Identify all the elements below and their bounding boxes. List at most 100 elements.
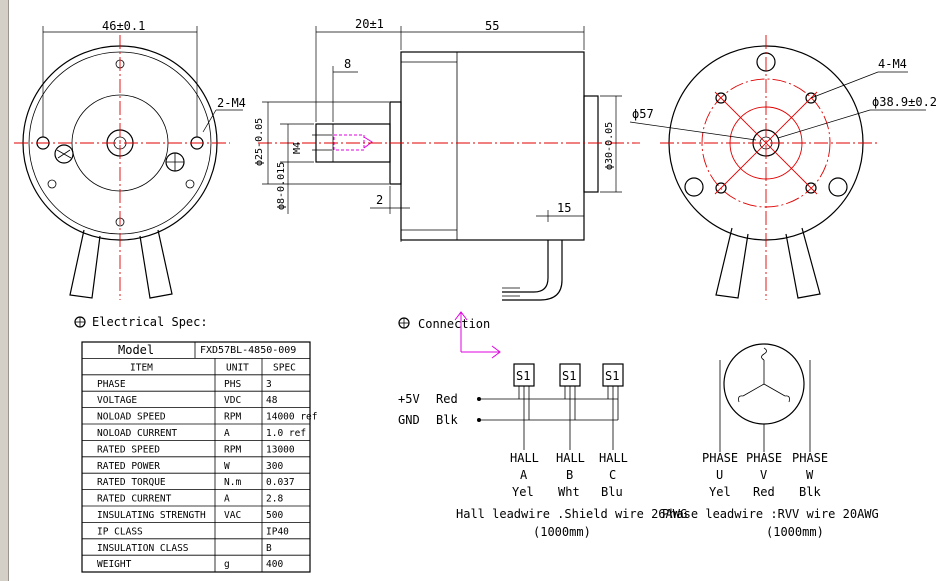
spec-cell-spec: 14000 ref	[266, 412, 317, 423]
rear-body-leader	[629, 121, 757, 141]
spec-cell-unit: VAC	[224, 510, 241, 521]
hall-sensor-label: S1	[605, 369, 619, 383]
front-view: 46±0.1 2-M4	[14, 19, 246, 300]
rear-body-label: ϕ57	[632, 107, 654, 121]
rear-pcd-label: ϕ38.9±0.2	[872, 95, 937, 109]
spec-header-item: ITEM	[130, 362, 153, 373]
axis-marker-arrows	[454, 311, 501, 359]
spec-cell-item: VOLTAGE	[97, 395, 137, 406]
dim-2-label: 2	[376, 193, 383, 207]
spec-cell-item: INSULATING STRENGTH	[97, 510, 206, 521]
hall-wire-color: Yel	[512, 485, 534, 499]
phase-wire-color: Blk	[799, 485, 821, 499]
rear-holes-leader	[810, 71, 879, 99]
phase-name: PHASE	[792, 451, 828, 465]
rear-hole-tr	[805, 92, 817, 104]
spec-cell-spec: 3	[266, 379, 272, 390]
spec-cell-unit: g	[224, 559, 230, 570]
rear-leg-right	[785, 227, 821, 299]
hall-letter: A	[520, 468, 528, 482]
phase-letter: U	[716, 468, 723, 482]
side-thread-hole	[333, 134, 365, 151]
phase-wire-color: Red	[753, 485, 775, 499]
spec-heading: Electrical Spec:	[92, 315, 208, 329]
phase-letter: W	[806, 468, 814, 482]
spec-section: Electrical Spec: Model FXD57BL-4850-009IT…	[74, 315, 317, 573]
power-pos-label: +5V	[398, 392, 420, 406]
power-pos-color: Red	[436, 392, 458, 406]
hall-sensor-label: S1	[562, 369, 576, 383]
spec-cell-item: RATED SPEED	[97, 444, 160, 455]
front-screw-left	[54, 144, 74, 164]
spec-cell-unit: RPM	[224, 412, 241, 423]
rear-hole-br	[805, 182, 817, 194]
spec-cell-spec: 500	[266, 510, 283, 521]
spec-header-unit: UNIT	[226, 362, 249, 373]
spec-cell-spec: 300	[266, 461, 283, 472]
spec-cell-spec: B	[266, 543, 272, 554]
spec-cell-item: RATED CURRENT	[97, 494, 172, 505]
winding-star	[742, 360, 786, 397]
power-gnd-label: GND	[398, 413, 420, 427]
spec-cell-item: PHASE	[97, 379, 126, 390]
hall-wire-color: Wht	[558, 485, 580, 499]
hall-sensor-label: S1	[516, 369, 530, 383]
side-cable-outer	[502, 240, 549, 293]
phase-length: (1000mm)	[766, 525, 824, 539]
winding-coils	[738, 347, 790, 403]
hall-name: HALL	[599, 451, 628, 465]
spec-cell-unit: W	[224, 461, 230, 472]
spec-cell-item: NOLOAD CURRENT	[97, 428, 177, 439]
rear-diag-2	[714, 91, 818, 195]
rear-leg-left	[715, 227, 749, 299]
spec-header-spec: SPEC	[273, 362, 296, 373]
rear-hole-tl	[715, 92, 727, 104]
spec-model-label: Model	[118, 343, 154, 357]
spec-cell-unit: VDC	[224, 395, 241, 406]
spec-cell-spec: IP40	[266, 526, 289, 537]
spec-cell-unit: PHS	[224, 379, 241, 390]
hall-letter: C	[609, 468, 616, 482]
spec-cell-unit: N.m	[224, 477, 241, 488]
hall-length: (1000mm)	[533, 525, 591, 539]
phase-letter: V	[760, 468, 767, 482]
hall-name: HALL	[510, 451, 539, 465]
spec-cell-spec: 2.8	[266, 494, 283, 505]
front-holes-label: 2-M4	[217, 96, 246, 110]
dim-m4-label: M4	[292, 142, 303, 154]
spec-cell-unit: A	[224, 494, 230, 505]
dim-30-label: ϕ30-0.05	[604, 122, 615, 170]
rear-pcd-leader	[777, 109, 871, 139]
front-hole-br	[185, 179, 195, 189]
front-leg-right	[139, 229, 173, 299]
spec-cell-spec: 400	[266, 559, 283, 570]
front-holes-leader	[202, 109, 217, 133]
side-cable-inner	[502, 240, 563, 301]
rear-screw-left	[684, 177, 704, 197]
hall-letter: B	[566, 468, 573, 482]
spec-model-value: FXD57BL-4850-009	[200, 345, 296, 356]
dim-8dia-label: ϕ8-0.015	[276, 162, 287, 210]
spec-cell-unit: A	[224, 428, 230, 439]
connection-heading: Connection	[418, 317, 490, 331]
power-gnd-color: Blk	[436, 413, 458, 427]
rear-hole-bl	[715, 182, 727, 194]
side-thread-tip	[363, 136, 373, 149]
hall-note: Hall leadwire .Shield wire 26AWG	[456, 507, 687, 521]
front-leg-left	[69, 229, 101, 299]
dim-46-label: 46±0.1	[102, 19, 145, 33]
spec-cell-unit: RPM	[224, 444, 241, 455]
side-rear-boss	[583, 95, 599, 193]
spec-cell-item: NOLOAD SPEED	[97, 412, 166, 423]
spec-cell-item: IP CLASS	[97, 526, 143, 537]
spec-cell-item: RATED POWER	[97, 461, 160, 472]
phase-wire-color: Yel	[709, 485, 731, 499]
dim-20-label: 20±1	[355, 17, 384, 31]
dim-15-label: 15	[557, 201, 571, 215]
